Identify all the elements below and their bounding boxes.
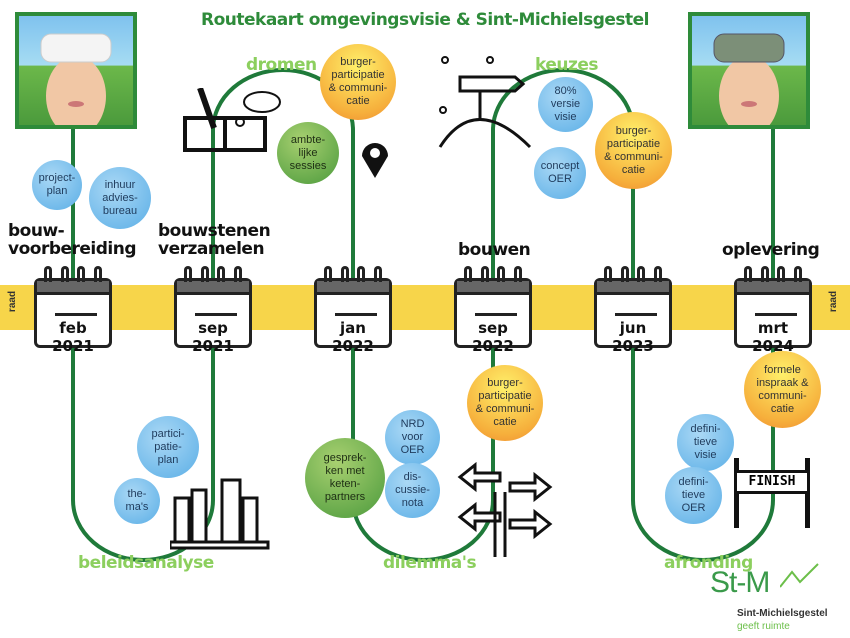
calendar-month: jun (619, 319, 647, 337)
vr-headset-picture-right (688, 12, 810, 129)
page-title: Routekaart omgevingsvisie & Sint-Michiel… (200, 10, 650, 30)
bubble-gesprekken-ketenpartners: gesprek- ken met keten- partners (305, 438, 385, 518)
municipality-logo: St-M Sint-Michielsgestel geeft ruimte (710, 562, 840, 634)
books-shelf-icon (170, 478, 270, 550)
bubble-burgerparticipatie-1: burger- participatie & communi- catie (320, 44, 396, 120)
vr-face-icon (40, 33, 112, 125)
bubble-themas: the- ma's (114, 478, 160, 524)
logo-name: Sint-Michielsgestel (737, 608, 828, 619)
calendar-month: mrt (757, 319, 789, 337)
bubble-inhuur-adviesbureau: inhuur advies- bureau (89, 167, 151, 229)
location-pin-icon (362, 143, 388, 178)
bubble-burgerparticipatie-2: burger- participatie & communi- catie (595, 112, 672, 189)
phase-bouwstenen-verzamelen: bouwstenen verzamelen (158, 221, 271, 259)
bubble-definitieve-oer: defini- tieve OER (665, 467, 722, 524)
crossroads-arrows-icon (457, 462, 553, 557)
bubble-ambtelijke-sessies: ambte- lijke sessies (277, 122, 339, 184)
bubble-nrd-voor-oer: NRD voor OER (385, 410, 440, 465)
stage-dromen: dromen (246, 55, 317, 75)
bubble-burgerparticipatie-3: burger- participatie & communi- catie (467, 365, 543, 441)
calendar-year: 2021 (52, 337, 94, 355)
logo-tagline: geeft ruimte (737, 621, 790, 632)
bubble-80-versie-visie: 80% versie visie (538, 77, 593, 132)
bubble-projectplan: project- plan (32, 160, 82, 210)
calendar-year: 2022 (472, 337, 514, 355)
logo-mark: St-M (710, 566, 770, 599)
bubble-formele-inspraak: formele inspraak & communi- catie (744, 351, 821, 428)
calendar-year: 2024 (752, 337, 794, 355)
bubble-participatieplan: partici- patie- plan (137, 416, 199, 478)
calendar-year: 2023 (612, 337, 654, 355)
calendar-month: jan (340, 319, 366, 337)
council-band (0, 285, 850, 330)
phase-bouwvoorbereiding: bouw- voorbereiding (8, 221, 137, 259)
stage-beleidsanalyse: beleidsanalyse (78, 553, 214, 573)
book-dream-icon (183, 88, 281, 152)
phase-oplevering: oplevering (722, 240, 820, 260)
finish-sign: FINISH (734, 470, 810, 494)
bubble-concept-oer: concept OER (534, 147, 586, 199)
calendar-month: feb (59, 319, 87, 337)
stage-keuzes: keuzes (535, 55, 599, 75)
stage-dilemmas: dilemma's (383, 553, 477, 573)
vr-headset-picture-left (15, 12, 137, 129)
logo-swoosh-icon (780, 563, 819, 588)
vr-face-icon (713, 33, 785, 125)
calendar-month: sep (198, 319, 228, 337)
finish-banner-icon: FINISH (732, 458, 812, 528)
calendar-month: sep (478, 319, 508, 337)
bubble-discussienota: dis- cussie- nota (385, 463, 440, 518)
calendar-year: 2021 (192, 337, 234, 355)
stage-afronding: afronding (664, 553, 753, 573)
signpost-hill-icon (438, 56, 532, 149)
calendar-year: 2022 (332, 337, 374, 355)
phase-bouwen: bouwen (458, 240, 531, 260)
bubble-definitieve-visie: defini- tieve visie (677, 414, 734, 471)
